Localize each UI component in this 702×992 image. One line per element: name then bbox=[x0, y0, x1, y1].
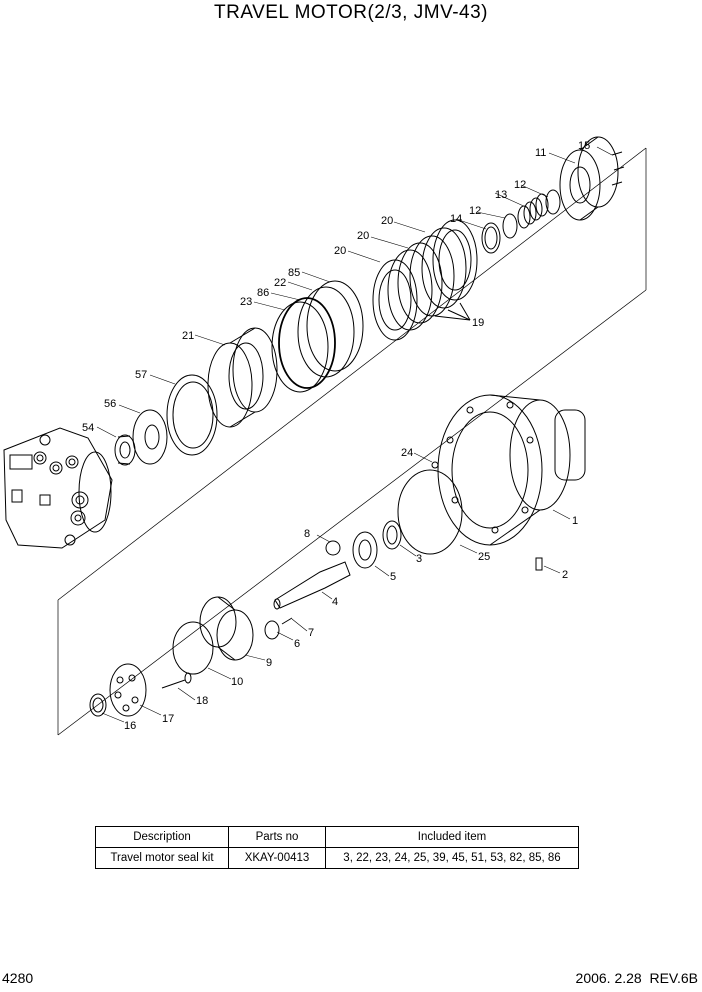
spring-6 bbox=[264, 620, 280, 640]
table-header-row: Description Parts no Included item bbox=[95, 826, 579, 848]
bearing-5 bbox=[352, 531, 378, 569]
callout-5: 5 bbox=[390, 571, 396, 583]
callout-57: 57 bbox=[135, 369, 147, 381]
callout-18: 18 bbox=[196, 695, 208, 707]
callout-8: 8 bbox=[304, 528, 310, 540]
callout-86: 86 bbox=[257, 287, 269, 299]
callout-2: 2 bbox=[562, 569, 568, 581]
spring-13 bbox=[517, 193, 549, 229]
callout-6: 6 bbox=[294, 638, 300, 650]
callout-4: 4 bbox=[332, 596, 338, 608]
plate-56 bbox=[132, 409, 168, 465]
cell-description: Travel motor seal kit bbox=[95, 847, 229, 869]
revision-date: 2006. 2.28 REV.6B bbox=[575, 970, 698, 986]
callout-54: 54 bbox=[82, 422, 94, 434]
callout-56: 56 bbox=[104, 398, 116, 410]
callout-9: 9 bbox=[266, 657, 272, 669]
page-title: TRAVEL MOTOR(2/3, JMV-43) bbox=[214, 2, 488, 23]
callout-12a: 12 bbox=[514, 179, 526, 191]
callout-1: 1 bbox=[572, 515, 578, 527]
callout-10: 10 bbox=[231, 676, 243, 688]
shaft-4 bbox=[273, 561, 351, 610]
callout-13: 13 bbox=[495, 189, 507, 201]
ring-16 bbox=[89, 693, 107, 717]
pin-7 bbox=[281, 617, 293, 625]
callout-15: 15 bbox=[578, 140, 590, 152]
seal-rings bbox=[271, 280, 364, 393]
callout-24: 24 bbox=[401, 447, 413, 459]
callout-17: 17 bbox=[162, 713, 174, 725]
callout-16: 16 bbox=[124, 720, 136, 732]
callout-21: 21 bbox=[182, 330, 194, 342]
callout-11: 11 bbox=[535, 147, 546, 159]
ball-8 bbox=[325, 540, 341, 556]
callout-20b: 20 bbox=[357, 230, 369, 242]
plate-10 bbox=[172, 621, 214, 675]
bolt-18 bbox=[161, 672, 192, 689]
callout-23: 23 bbox=[240, 296, 252, 308]
cell-parts-no: XKAY-00413 bbox=[228, 847, 326, 869]
table-row: Travel motor seal kit XKAY-00413 3, 22, … bbox=[95, 847, 579, 869]
page-number: 4280 bbox=[2, 970, 34, 986]
ring-12b bbox=[545, 189, 561, 215]
ring-57 bbox=[166, 374, 218, 456]
callout-19: 19 bbox=[472, 317, 484, 329]
main-housing-1 bbox=[437, 394, 586, 546]
callout-85: 85 bbox=[288, 267, 300, 279]
oring-24 bbox=[431, 461, 439, 469]
oring-25 bbox=[397, 469, 463, 555]
housing-11 bbox=[559, 136, 625, 221]
bearing-54 bbox=[114, 434, 136, 466]
seal-kit-table: Description Parts no Included item Trave… bbox=[95, 826, 579, 869]
callout-labels: 1 2 3 4 5 6 7 8 9 10 11 12 12 13 14 15 1… bbox=[82, 140, 590, 732]
ring-14 bbox=[481, 222, 501, 254]
plug-2 bbox=[535, 557, 543, 571]
cell-included-item: 3, 22, 23, 24, 25, 39, 45, 51, 53, 82, 8… bbox=[325, 847, 579, 869]
retainer-plate-17 bbox=[109, 663, 147, 717]
leader-lines bbox=[96, 146, 613, 723]
callout-22: 22 bbox=[274, 277, 286, 289]
header-included-item: Included item bbox=[325, 826, 579, 848]
callout-14: 14 bbox=[450, 213, 462, 225]
header-description: Description bbox=[95, 826, 229, 848]
ring-3 bbox=[382, 520, 402, 550]
piston-21 bbox=[207, 327, 278, 428]
valve-block bbox=[3, 427, 113, 549]
frame-outline bbox=[57, 147, 647, 736]
callout-20c: 20 bbox=[334, 245, 346, 257]
callout-25: 25 bbox=[478, 551, 490, 563]
header-parts-no: Parts no bbox=[228, 826, 326, 848]
cylinder-9 bbox=[199, 596, 254, 661]
friction-plates bbox=[372, 219, 478, 341]
callout-12b: 12 bbox=[469, 205, 481, 217]
callout-7: 7 bbox=[308, 627, 314, 639]
callout-20a: 20 bbox=[381, 215, 393, 227]
callout-3: 3 bbox=[416, 553, 422, 565]
ring-12a bbox=[502, 213, 518, 239]
